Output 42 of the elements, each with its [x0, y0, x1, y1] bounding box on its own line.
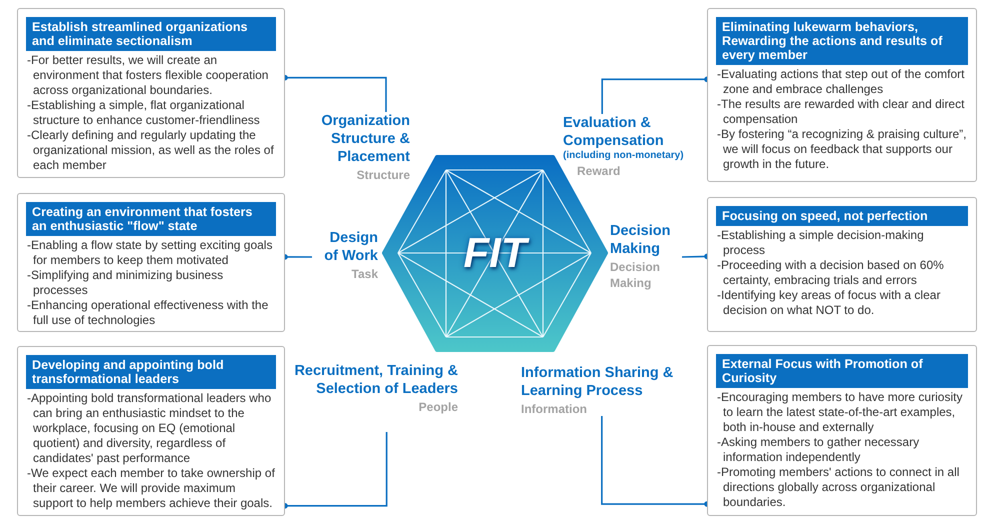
text-card [17, 346, 285, 516]
category-tag: Structure [356, 167, 410, 183]
category-title: Evaluation & Compensation [563, 114, 665, 150]
bullet-text: -Appointing bold transformational leaders who can bring an enthusiastic mindset to the workplace, focusing on EQ (emotional quotient) and diversity, regardless of candidates' past performance [27, 391, 272, 466]
bullet-text: -Encouraging members to have more curiosity to learn the latest state-of-the-art examples, both in-house and externally [717, 390, 964, 435]
bullet-text: -Enhancing operational effectiveness with the full use of technologies [27, 298, 270, 328]
card-heading: Eliminating lukewarm behaviors, Rewarding the actions and results of every member [716, 17, 968, 65]
bullet-text: -By fostering “a recognizing & praising culture”, we will focus on feedback that supports our growth in the future. [717, 127, 968, 172]
bullet-text: -Establishing a simple decision-making process [717, 228, 925, 258]
text-card [17, 193, 285, 332]
text-card [707, 8, 977, 182]
text-card [707, 197, 977, 332]
bullet-text: -Evaluating actions that step out of the comfort zone and embrace challenges [717, 67, 966, 97]
category-tag: Task [352, 266, 378, 282]
text-card [17, 8, 285, 178]
bullet-text: -Simplifying and minimizing business processes [27, 268, 224, 298]
category-title: Recruitment, Training & Selection of Leaders [293, 362, 458, 398]
bullet-text: -We expect each member to take ownership of their career. We will provide maximum support to help members achieve their goals. [27, 466, 276, 511]
card-heading: Creating an environment that fosters an enthusiastic "flow" state [26, 202, 276, 236]
category-note: (including non-monetary) [563, 150, 684, 162]
bullet-text: -Asking members to gather necessary information independently [717, 435, 920, 465]
bullet-text: -Enabling a flow state by setting exciting goals for members to keep them motivated [27, 238, 274, 268]
bullet-text: -For better results, we will create an environment that fosters flexible cooperation across organizational boundaries. [27, 53, 270, 98]
bullet-text: -Identifying key areas of focus with a clear decision on what NOT to do. [717, 288, 942, 318]
category-title: Decision Making [610, 222, 672, 258]
category-title: Design of Work [323, 229, 378, 265]
bullet-text: -The results are rewarded with clear and direct compensation [717, 97, 966, 127]
category-tag: Information [521, 401, 587, 417]
bullet-text: -Proceeding with a decision based on 60% certainty, embracing trials and errors [717, 258, 945, 288]
bullet-text: -Promoting members' actions to connect in all directions globally across organizational boundaries. [717, 465, 960, 510]
category-title: Information Sharing & Learning Process [521, 364, 674, 400]
category-tag: Reward [577, 163, 620, 179]
category-title: Organization Structure & Placement [320, 112, 410, 166]
bullet-text: -Establishing a simple, flat organizational structure to enhance customer-friendliness [27, 98, 261, 128]
category-tag: Decision Making [610, 259, 682, 291]
category-tag: People [418, 399, 458, 415]
bullet-text: -Clearly defining and regularly updating the organizational mission, as well as the roles of each member [27, 128, 275, 173]
text-card [707, 345, 977, 516]
card-heading: Developing and appointing bold transformational leaders [26, 355, 276, 389]
card-heading: External Focus with Promotion of Curiosity [716, 354, 968, 388]
card-heading: Establish streamlined organizations and eliminate sectionalism [26, 17, 276, 51]
card-heading: Focusing on speed, not perfection [716, 206, 968, 226]
